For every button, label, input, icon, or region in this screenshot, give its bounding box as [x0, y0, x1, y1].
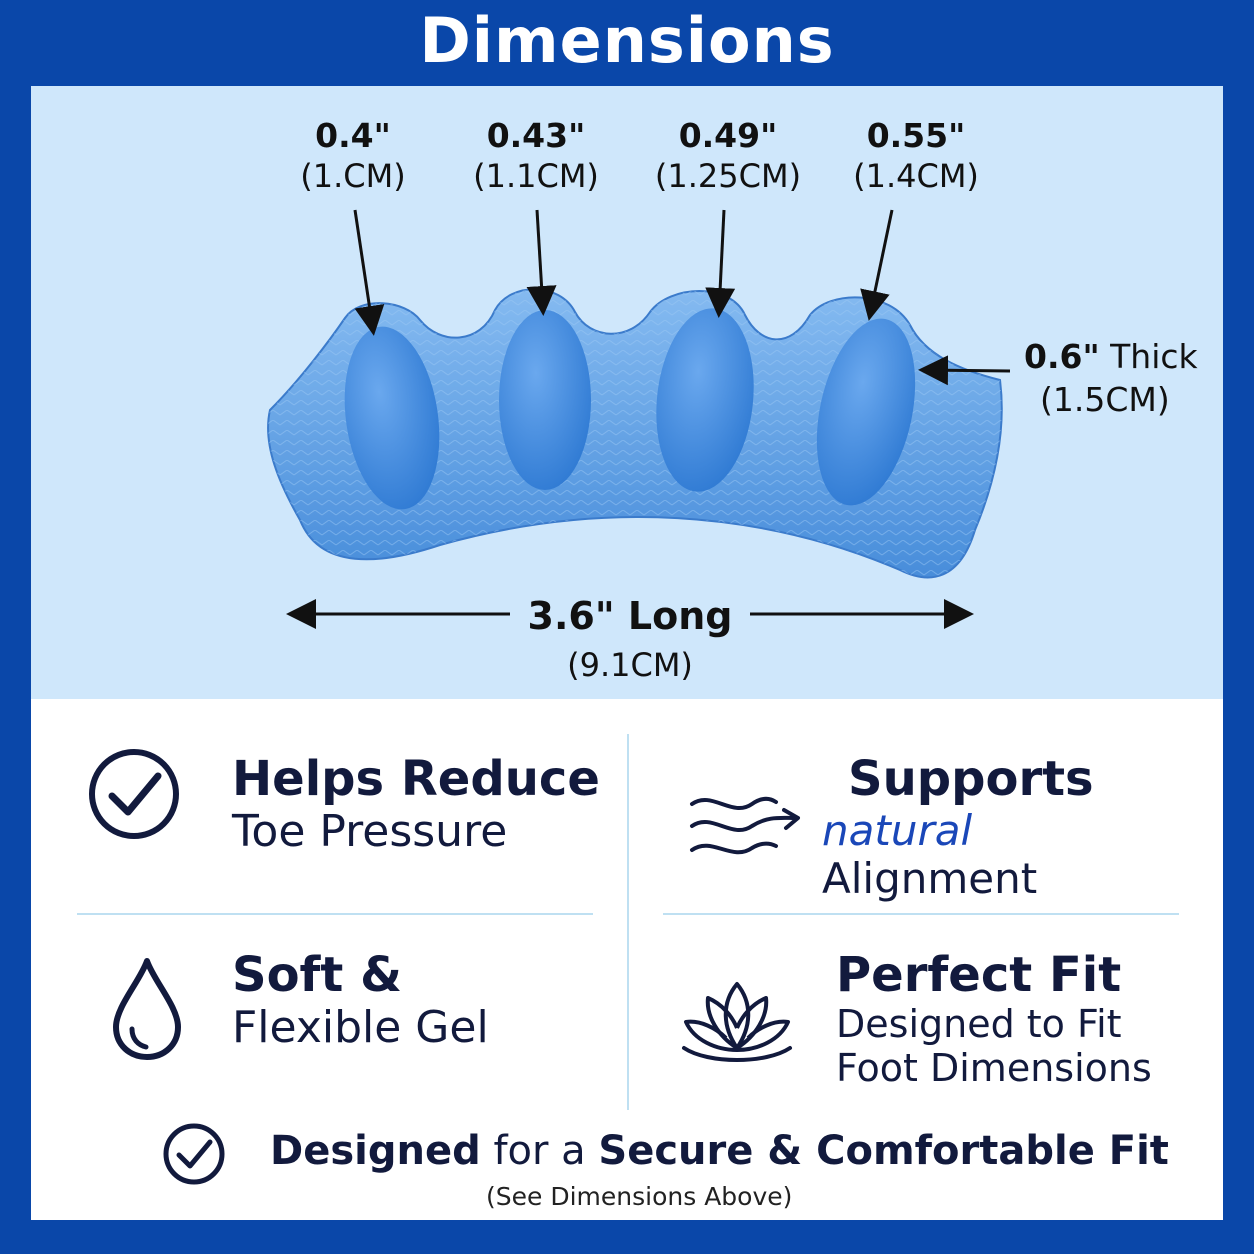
measurement-4-inch: 0.55"	[866, 116, 966, 155]
check-circle-icon	[89, 749, 179, 839]
toe-pad-1	[344, 326, 440, 510]
feature-fit: Perfect Fit Designed to Fit Foot Dimensi…	[836, 947, 1152, 1091]
measurement-3-cm: (1.25CM)	[654, 157, 802, 196]
footer-designed: Designed	[270, 1128, 481, 1174]
feature-pressure: Helps Reduce Toe Pressure	[232, 751, 600, 858]
feature-gel: Soft & Flexible Gel	[232, 947, 489, 1054]
thickness-value: 0.6"	[1024, 337, 1100, 376]
footer-note: (See Dimensions Above)	[486, 1182, 793, 1211]
arrow-1	[353, 209, 385, 336]
length-cm: (9.1CM)	[567, 646, 693, 684]
footer-check-circle-icon	[163, 1123, 225, 1185]
footer-statement: Designed for a Secure & Comfortable Fit	[270, 1128, 1169, 1174]
measurement-1: 0.4" (1.CM)	[293, 115, 413, 196]
vertical-divider	[627, 734, 629, 1110]
measurement-3-inch: 0.49"	[678, 116, 778, 155]
measurement-2: 0.43" (1.1CM)	[466, 115, 606, 196]
wave-arrow-icon	[690, 796, 800, 855]
feature-alignment-natural: natural	[822, 806, 973, 856]
feature-pressure-sub: Toe Pressure	[232, 806, 508, 858]
lotus-icon	[682, 982, 792, 1062]
arrow-thick	[918, 355, 1011, 386]
arrow-3	[705, 209, 736, 318]
feature-fit-heading: Perfect Fit	[836, 947, 1122, 1003]
feature-pressure-heading: Helps Reduce	[232, 751, 600, 807]
measurement-3: 0.49" (1.25CM)	[648, 115, 808, 196]
toe-pad-4	[816, 318, 916, 506]
arrow-4	[860, 209, 894, 321]
measurement-4-cm: (1.4CM)	[853, 157, 979, 196]
arrow-2	[526, 209, 557, 316]
thickness-cm: (1.5CM)	[1040, 379, 1170, 419]
feature-alignment-heading: Supports	[848, 751, 1094, 807]
page-title: Dimensions	[419, 4, 835, 77]
measurement-2-inch: 0.43"	[486, 116, 586, 155]
thickness-label: 0.6" Thick (1.5CM)	[1024, 336, 1198, 422]
horizontal-divider-left	[77, 913, 593, 915]
feature-gel-sub: Flexible Gel	[232, 1002, 489, 1054]
footer-secure: Secure & Comfortable Fit	[598, 1128, 1169, 1174]
droplet-icon	[113, 958, 181, 1060]
measurement-1-cm: (1.CM)	[300, 157, 406, 196]
footer-mid: for a	[480, 1128, 599, 1174]
horizontal-divider-right	[663, 913, 1179, 915]
feature-fit-sub2: Foot Dimensions	[836, 1045, 1152, 1090]
measurement-2-cm: (1.1CM)	[473, 157, 599, 196]
feature-gel-heading: Soft &	[232, 947, 402, 1003]
toe-pad-2	[499, 310, 591, 490]
length-value: 3.6" Long	[527, 594, 733, 638]
measurement-4: 0.55" (1.4CM)	[846, 115, 986, 196]
feature-fit-sub1: Designed to Fit	[836, 1002, 1122, 1047]
toe-pad-3	[656, 308, 754, 492]
thickness-word: Thick	[1099, 337, 1198, 376]
measurement-1-inch: 0.4"	[315, 116, 391, 155]
feature-alignment: Supports natural Alignment	[822, 751, 1182, 904]
feature-alignment-sub: Alignment	[822, 854, 1038, 904]
